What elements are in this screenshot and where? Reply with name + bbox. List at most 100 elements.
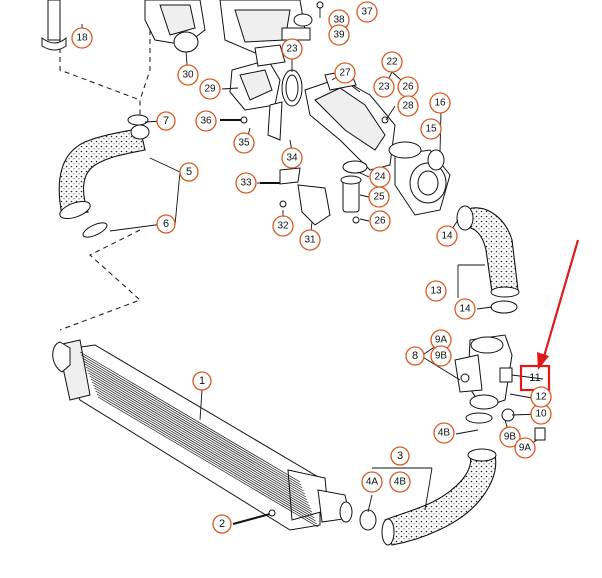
leader-lines (81, 24, 544, 513)
callout-label: 12 (535, 392, 547, 403)
callout-5: 5 (179, 162, 199, 182)
callout-ring (235, 172, 257, 194)
callout-ring (369, 210, 391, 232)
intercooler-fin (94, 387, 315, 519)
throttle-housing (388, 141, 451, 216)
callout-23: 23 (373, 76, 395, 98)
callout-ring (499, 426, 521, 448)
callout-29: 29 (199, 78, 221, 100)
callout-label: 18 (76, 33, 88, 44)
callout-12: 12 (530, 386, 552, 408)
callout-label: 13 (430, 286, 442, 297)
callout-label: 14 (441, 231, 453, 242)
intercooler-fin (96, 393, 317, 525)
callout-7: 7 (156, 111, 176, 131)
callout-ring (233, 132, 255, 154)
callout-label: 14 (459, 304, 471, 315)
callout-label: 16 (434, 98, 446, 109)
callout-32: 32 (272, 215, 294, 237)
intercooler-fin (89, 375, 310, 507)
callout-ring (212, 514, 232, 534)
callout-37: 37 (356, 1, 378, 23)
callout-label: 36 (200, 116, 212, 127)
callout-23: 23 (281, 38, 303, 60)
callout-ring (356, 1, 378, 23)
callout-label: 29 (204, 84, 216, 95)
callout-ring (71, 27, 93, 49)
callout-3: 3 (390, 446, 410, 466)
callout-4a: 4A (361, 471, 383, 493)
callout-ring (199, 78, 221, 100)
callout-11: 11 (519, 364, 551, 392)
intercooler-fin (97, 396, 319, 528)
callout-label: 32 (277, 221, 289, 232)
callout-27: 27 (334, 62, 356, 84)
callout-label: 10 (535, 409, 547, 420)
callout-24: 24 (369, 166, 391, 188)
callout-label: 3 (397, 450, 403, 462)
callout-ring (281, 38, 303, 60)
callout-label: 11 (529, 372, 540, 384)
callout-13: 13 (425, 280, 447, 302)
intercooler-fin (85, 366, 307, 498)
brackets (267, 101, 368, 226)
callout-ring (430, 345, 452, 367)
callout-ring (156, 214, 176, 234)
upper-left-hose (41, 0, 150, 238)
intercooler-fin (93, 384, 314, 516)
callout-label: 7 (163, 115, 169, 127)
callout-9b: 9B (499, 426, 521, 448)
callout-16: 16 (429, 92, 451, 114)
callout-9a: 9A (514, 437, 536, 459)
intercooler (52, 339, 353, 531)
callout-label: 35 (238, 138, 250, 149)
callout-label: 39 (333, 30, 345, 41)
callout-22: 22 (381, 51, 403, 73)
callout-label: 9A (435, 335, 448, 346)
intercooler-fin (82, 357, 303, 489)
callout-label: 4A (366, 477, 379, 488)
callout-2: 2 (212, 514, 232, 534)
callout-label: 31 (304, 235, 316, 246)
callout-label: 15 (425, 124, 437, 135)
callout-ring (530, 386, 552, 408)
lower-hose (359, 448, 497, 546)
callout-ring (368, 186, 390, 208)
callout-label: 25 (373, 192, 385, 203)
callout-label: 33 (240, 178, 252, 189)
callout-15: 15 (420, 118, 442, 140)
callout-9b: 9B (430, 345, 452, 367)
callout-ring (156, 111, 176, 131)
callout-label: 9B (504, 432, 517, 443)
callout-label: 5 (186, 166, 192, 178)
callout-label: 9A (519, 443, 532, 454)
right-upper-hose (456, 205, 520, 314)
callout-30: 30 (177, 64, 199, 86)
callout-ring (361, 471, 383, 493)
callout-ring (454, 298, 476, 320)
callout-label: 4B (438, 428, 451, 439)
callout-ring (420, 118, 442, 140)
callout-label: 34 (286, 153, 298, 164)
highlight-arrow (537, 239, 580, 370)
callout-label: 4B (394, 477, 407, 488)
callout-25: 25 (368, 186, 390, 208)
intercooler-fin (81, 354, 302, 486)
callout-6: 6 (156, 214, 176, 234)
connector-pipe (454, 334, 546, 441)
callout-18: 18 (71, 27, 93, 49)
callout-1: 1 (192, 371, 212, 391)
callout-31: 31 (299, 229, 321, 251)
callout-label: 23 (286, 44, 298, 55)
callout-ring (514, 437, 536, 459)
callout-ring (281, 147, 303, 169)
callout-34: 34 (281, 147, 303, 169)
callout-8: 8 (405, 346, 425, 366)
callout-ring (299, 229, 321, 251)
callout-ring (429, 92, 451, 114)
callout-label: 30 (182, 70, 194, 81)
callout-ring (425, 280, 447, 302)
callout-label: 8 (412, 350, 418, 362)
callout-26: 26 (397, 76, 419, 98)
